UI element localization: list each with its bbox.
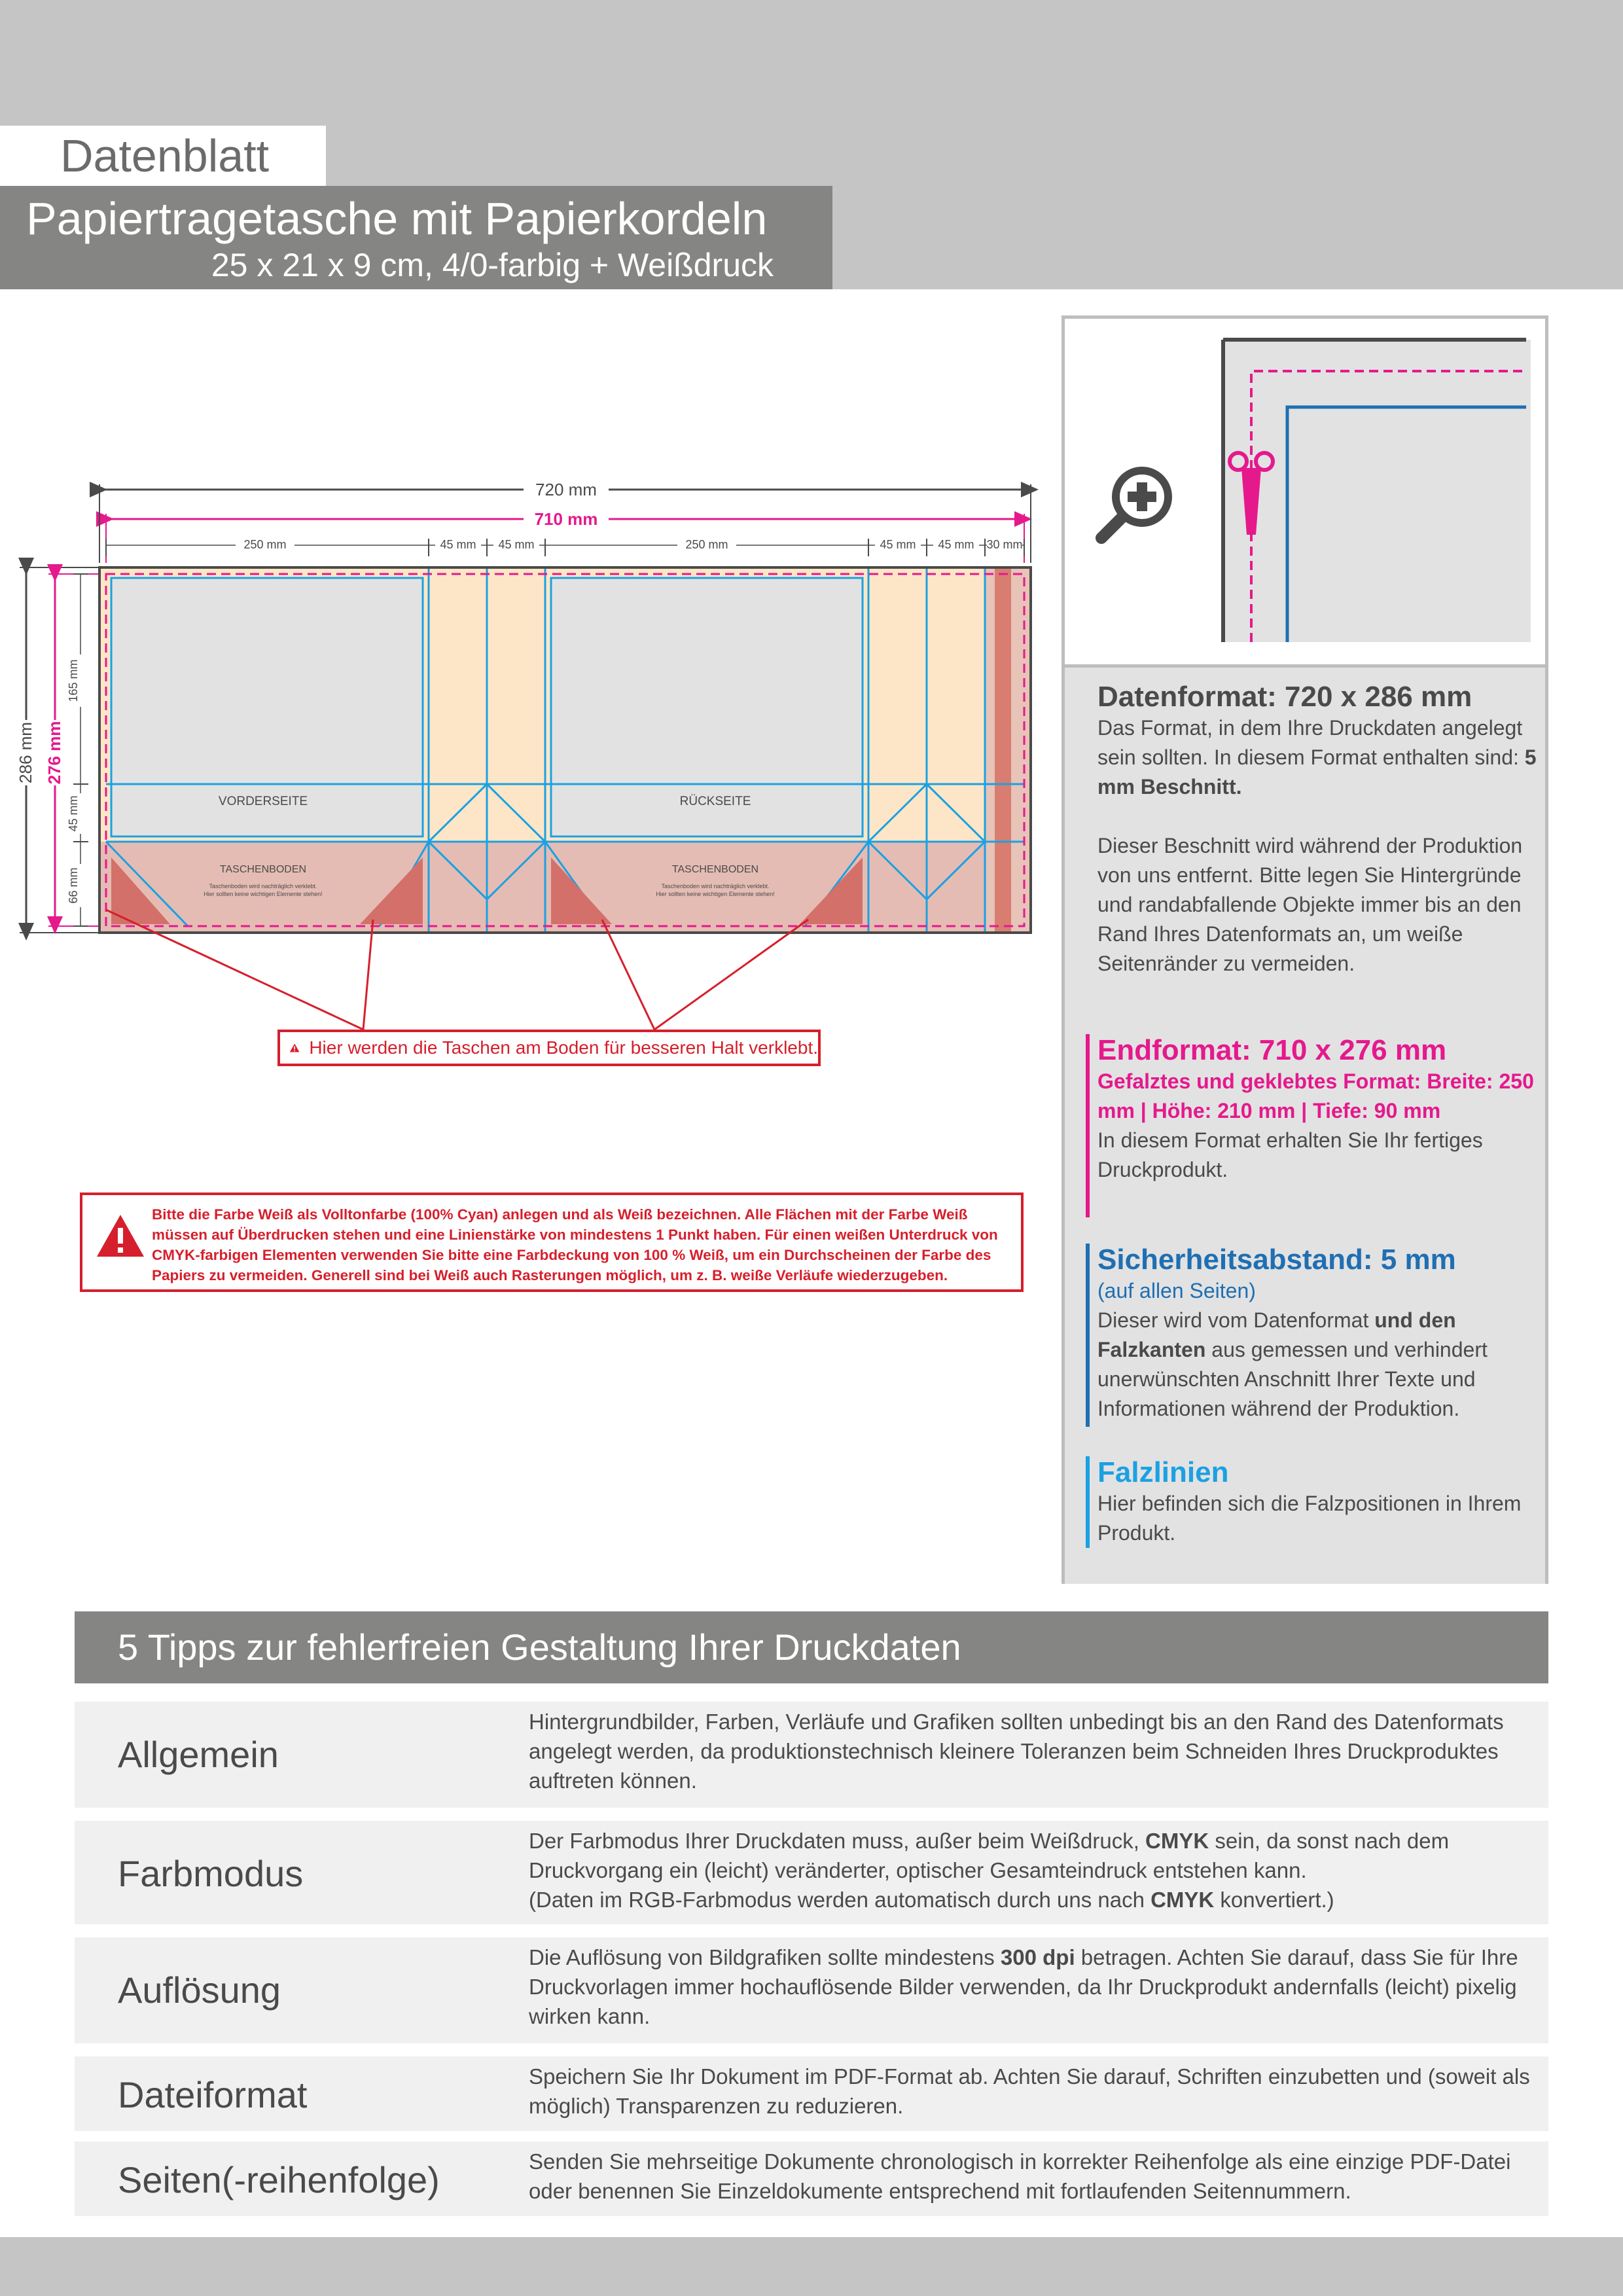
- info-panel: Datenformat: 720 x 286 mm Das Format, in…: [1061, 315, 1548, 1584]
- white-ink-warning-text: Bitte die Farbe Weiß als Volltonfarbe (1…: [152, 1206, 998, 1283]
- endformat-subtitle: Gefalztes und geklebtes Format: Breite: …: [1097, 1069, 1534, 1122]
- tip-text: Der Farbmodus Ihrer Druckdaten muss, auß…: [529, 1829, 1450, 1912]
- corner-detail-illustration: [1096, 338, 1531, 642]
- seg-45-d: 45 mm: [938, 538, 974, 551]
- tip-row-farbmodus: Farbmodus Der Farbmodus Ihrer Druckdaten…: [75, 1821, 1548, 1924]
- safety-section: Sicherheitsabstand: 5 mm (auf allen Seit…: [1086, 1244, 1543, 1427]
- bag-layout-diagram: 720 mm 710 mm 250 mm 45 mm 45 mm 250 mm …: [16, 479, 1039, 1031]
- warning-icon: [97, 1215, 144, 1257]
- datenformat-text2: Dieser Beschnitt wird während der Produk…: [1097, 834, 1523, 975]
- page-title: Papiertragetasche mit Papierkordeln: [26, 193, 768, 244]
- footer-band: [0, 2237, 1623, 2296]
- tip-key: Seiten(-reihenfolge): [118, 2159, 440, 2200]
- scissors-icon: [1228, 451, 1275, 535]
- seg-30: 30 mm: [986, 538, 1022, 551]
- trim-line: [98, 566, 1032, 934]
- safety-title: Sicherheitsabstand: 5 mm: [1097, 1244, 1456, 1276]
- seg-45-b: 45 mm: [498, 538, 534, 551]
- title-box: Papiertragetasche mit Papierkordeln 25 x…: [0, 186, 832, 289]
- white-ink-warning: Bitte die Farbe Weiß als Volltonfarbe (1…: [80, 1193, 1024, 1292]
- dim-286-label: 286 mm: [16, 722, 35, 783]
- dim-710-label: 710 mm: [535, 509, 598, 529]
- bottom-note-b1: Taschenboden wird nachträglich verklebt.: [661, 883, 769, 889]
- fold-text: Hier befinden sich die Falzpositionen in…: [1097, 1492, 1522, 1545]
- datenformat-section: Datenformat: 720 x 286 mm Das Format, in…: [1097, 681, 1543, 978]
- tip-key: Allgemein: [118, 1734, 279, 1775]
- endformat-text: In diesem Format erhalten Sie Ihr fertig…: [1097, 1128, 1483, 1181]
- bottom-note-a1: Taschenboden wird nachträglich verklebt.: [209, 883, 317, 889]
- back-panel: [550, 577, 864, 838]
- safety-text: Dieser wird vom Datenformat und den Falz…: [1097, 1308, 1488, 1420]
- glue-warning-text: Hier werden die Taschen am Boden für bes…: [309, 1037, 818, 1058]
- tip-key: Farbmodus: [118, 1853, 304, 1894]
- front-panel: [110, 577, 424, 838]
- h-66: 66 mm: [67, 867, 80, 903]
- seg-250-a: 250 mm: [243, 538, 286, 551]
- bottom-label-b: TASCHENBODEN: [672, 864, 758, 875]
- datasheet-label: Datenblatt: [0, 126, 326, 186]
- datenformat-title: Datenformat: 720 x 286 mm: [1097, 681, 1472, 713]
- safety-subtitle: (auf allen Seiten): [1097, 1279, 1256, 1302]
- back-label: RÜCKSEITE: [680, 795, 751, 808]
- h-165: 165 mm: [67, 659, 80, 702]
- tip-row-dateiformat: Dateiformat Speichern Sie Ihr Dokument i…: [75, 2056, 1548, 2131]
- datenformat-text: Das Format, in dem Ihre Druckdaten angel…: [1097, 716, 1537, 798]
- tip-row-seiten: Seiten(-reihenfolge) Senden Sie mehrseit…: [75, 2142, 1548, 2216]
- zoom-in-icon: [1096, 467, 1172, 544]
- tips-title: 5 Tipps zur fehlerfreien Gestaltung Ihre…: [118, 1626, 961, 1668]
- seg-45-a: 45 mm: [440, 538, 476, 551]
- tip-text: Senden Sie mehrseitige Dokumente chronol…: [529, 2149, 1511, 2203]
- glue-warning: Hier werden die Taschen am Boden für bes…: [277, 1030, 821, 1066]
- bottom-note-a2: Hier sollten keine wichtigen Elemente st…: [204, 891, 323, 897]
- front-label: VORDERSEITE: [219, 795, 308, 808]
- zoom-detail: [1065, 319, 1545, 664]
- seg-45-c: 45 mm: [880, 538, 916, 551]
- warning-icon: [289, 1043, 300, 1052]
- tip-text: Hintergrundbilder, Farben, Verläufe und …: [529, 1710, 1504, 1793]
- endformat-title: Endformat: 710 x 276 mm: [1097, 1034, 1447, 1066]
- dim-276-label: 276 mm: [45, 721, 64, 785]
- tip-row-aufloesung: Auflösung Die Auflösung von Bildgrafiken…: [75, 1937, 1548, 2043]
- dim-720-label: 720 mm: [535, 480, 597, 499]
- h-45: 45 mm: [67, 795, 80, 831]
- page-subtitle: 25 x 21 x 9 cm, 4/0-farbig + Weißdruck: [211, 247, 774, 283]
- tip-text: Speichern Sie Ihr Dokument im PDF-Format…: [529, 2064, 1530, 2118]
- format-info: Datenformat: 720 x 286 mm Das Format, in…: [1065, 664, 1545, 1584]
- bottom-note-b2: Hier sollten keine wichtigen Elemente st…: [656, 891, 775, 897]
- tips-header: 5 Tipps zur fehlerfreien Gestaltung Ihre…: [75, 1611, 1548, 1683]
- fold-title: Falzlinien: [1097, 1456, 1229, 1488]
- seg-250-b: 250 mm: [685, 538, 728, 551]
- tip-key: Dateiformat: [118, 2074, 308, 2115]
- tip-key: Auflösung: [118, 1969, 281, 2011]
- tip-text: Die Auflösung von Bildgrafiken sollte mi…: [529, 1945, 1518, 2028]
- bottom-label-a: TASCHENBODEN: [220, 864, 306, 875]
- endformat-section: Endformat: 710 x 276 mm Gefalztes und ge…: [1086, 1034, 1543, 1217]
- tip-row-allgemein: Allgemein Hintergrundbilder, Farben, Ver…: [75, 1702, 1548, 1808]
- fold-section: Falzlinien Hier befinden sich die Falzpo…: [1086, 1456, 1543, 1548]
- safety-line: [105, 573, 1026, 927]
